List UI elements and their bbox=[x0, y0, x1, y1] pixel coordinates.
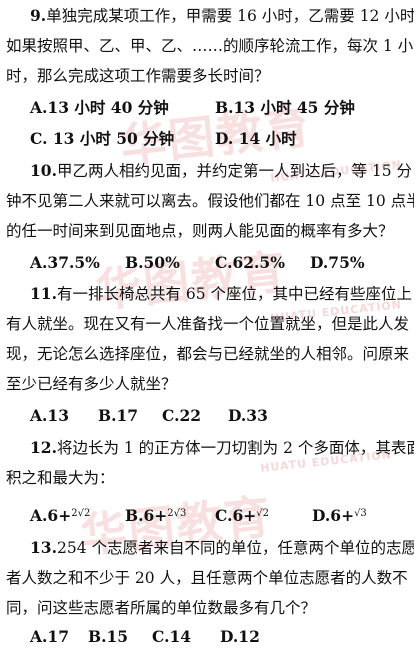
option-c[interactable]: C.6+√2 bbox=[215, 503, 269, 527]
option-b[interactable]: B.13 小时 45 分钟 bbox=[215, 98, 355, 117]
question-number: 11. bbox=[30, 284, 57, 303]
option-prefix: A.6+ bbox=[30, 506, 72, 525]
option-c[interactable]: C. 13 小时 50 分钟 bbox=[30, 129, 175, 148]
question-text-line: 同，问这些志愿者所属的单位数最多有几个？ bbox=[6, 599, 317, 617]
option-d[interactable]: D.6+√3 bbox=[312, 503, 367, 527]
option-a[interactable]: A.13 bbox=[30, 406, 69, 425]
option-a[interactable]: A.17 bbox=[30, 627, 69, 646]
question-text-line: 者人数之和不少于 20 人，且任意两个单位志愿者的人数不 bbox=[6, 569, 408, 587]
option-d[interactable]: D.33 bbox=[228, 406, 268, 425]
question-text-line: 12.将边长为 1 的正方体一刀切割为 2 个多面体，其表面 bbox=[30, 438, 414, 457]
option-d[interactable]: D.12 bbox=[220, 627, 260, 646]
question-text-line: 积之和最大为： bbox=[6, 469, 115, 487]
question-number: 12. bbox=[30, 438, 57, 457]
option-d[interactable]: D. 14 小时 bbox=[215, 129, 297, 148]
radical-term: 2√3 bbox=[167, 508, 187, 519]
question-text-line: 11.有一排长椅总共有 65 个座位，其中已经有些座位上 bbox=[30, 284, 413, 303]
question-text-line: 至少已经有多少人就坐？ bbox=[6, 375, 177, 393]
option-c[interactable]: C.22 bbox=[162, 406, 202, 425]
question-text-line: 如果按照甲、乙、甲、乙、……的顺序轮流工作，每次 1 小 bbox=[6, 37, 414, 55]
option-prefix: B.6+ bbox=[125, 506, 168, 525]
option-a[interactable]: A.37.5% bbox=[30, 253, 100, 272]
radical-term: 2√2 bbox=[71, 508, 91, 519]
question-text-line: 的任一时间来到见面地点，则两人能见面的概率有多大？ bbox=[6, 222, 394, 240]
question-text-line: 有人就坐。现在又有一人准备找一个位置就坐，但是此人发 bbox=[6, 315, 410, 333]
option-a[interactable]: A.13 小时 40 分钟 bbox=[30, 98, 169, 117]
question-text-line: 时，那么完成这项工作需要多长时间？ bbox=[6, 67, 270, 85]
option-prefix: C.6+ bbox=[215, 506, 257, 525]
option-b[interactable]: B.15 bbox=[88, 627, 129, 646]
question-text-line: 13.254 个志愿者来自不同的单位，任意两个单位的志愿 bbox=[30, 538, 414, 557]
question-text-line: 钟不见第二人来就可以离去。假设他们都在 10 点至 10 点半 bbox=[6, 192, 414, 210]
option-d[interactable]: D.75% bbox=[310, 253, 365, 272]
question-text-line: 10.甲乙两人相约见面，并约定第一人到达后，等 15 分 bbox=[30, 161, 413, 180]
option-a[interactable]: A.6+2√2 bbox=[30, 503, 90, 527]
option-b[interactable]: B.6+2√3 bbox=[125, 503, 186, 527]
question-text-line: 现，无论怎么选择座位，都会与已经就坐的人相邻。问原来 bbox=[6, 345, 410, 363]
question-number: 13. bbox=[30, 538, 57, 557]
option-b[interactable]: B.17 bbox=[98, 406, 139, 425]
option-c[interactable]: C.14 bbox=[152, 627, 192, 646]
option-b[interactable]: B.50% bbox=[125, 253, 180, 272]
radical-term: √3 bbox=[354, 508, 367, 519]
option-c[interactable]: C.62.5% bbox=[215, 253, 285, 272]
question-number: 9. bbox=[30, 6, 47, 25]
radical-term: √2 bbox=[256, 508, 269, 519]
question-text-line: 9.单独完成某项工作，甲需要 16 小时，乙需要 12 小时， bbox=[30, 6, 414, 25]
option-prefix: D.6+ bbox=[312, 506, 355, 525]
question-number: 10. bbox=[30, 161, 57, 180]
watermark-logo: 华图教育 bbox=[93, 244, 290, 318]
